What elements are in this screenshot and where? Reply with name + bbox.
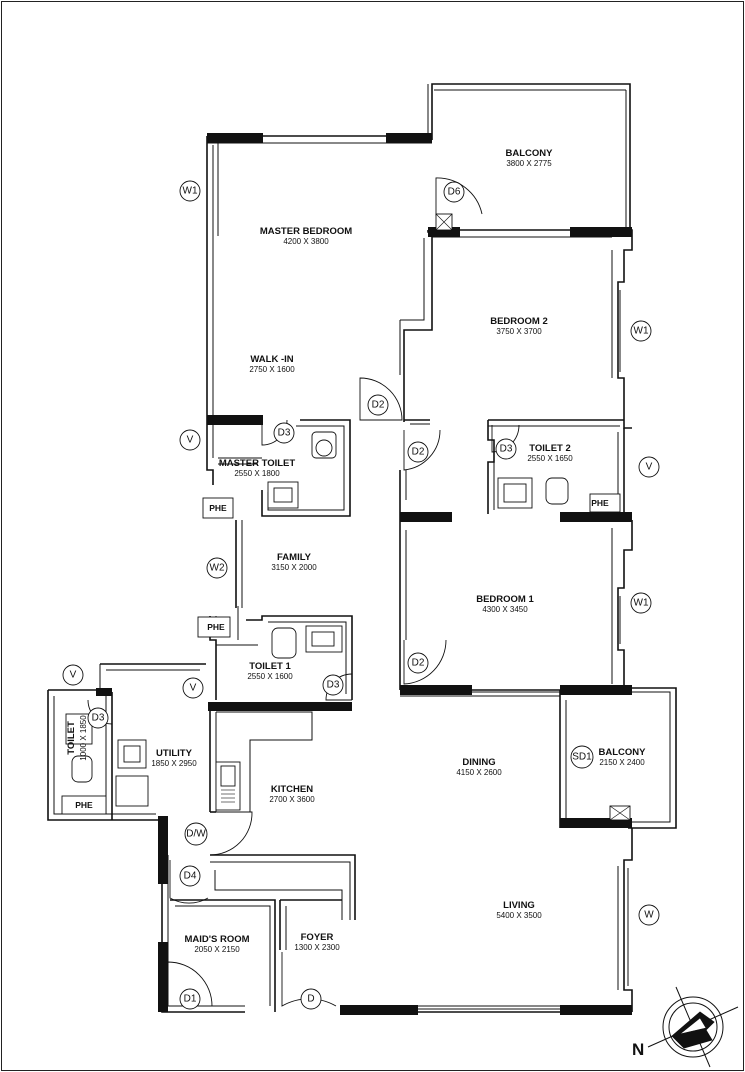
room-dims-master-bedroom: 4200 X 3800 bbox=[283, 237, 329, 246]
opening-tags: W1 D6 W1 D2 D3 V D2 D3 V W2 W1 D2 V V D3… bbox=[62, 180, 660, 1010]
door-tag-d2-bed2: D2 bbox=[407, 441, 429, 463]
room-dims-balcony-side: 2150 X 2400 bbox=[599, 758, 645, 767]
door-tag-d3-master: D3 bbox=[273, 422, 295, 444]
room-dims-bedroom1: 4300 X 3450 bbox=[482, 605, 528, 614]
room-name-toilet1: TOILET 1 bbox=[249, 661, 291, 672]
room-dims-master-toilet: 2550 X 1800 bbox=[234, 469, 280, 478]
room-name-walkin: WALK -IN bbox=[250, 354, 293, 365]
room-name-family: FAMILY bbox=[277, 552, 312, 563]
room-dims-utility: 1850 X 2950 bbox=[151, 759, 197, 768]
svg-text:D3: D3 bbox=[327, 680, 340, 691]
svg-text:W1: W1 bbox=[634, 598, 649, 609]
north-arrow: N bbox=[632, 986, 739, 1068]
door-swings bbox=[87, 177, 520, 1007]
svg-text:D3: D3 bbox=[278, 428, 291, 439]
svg-text:D3: D3 bbox=[92, 713, 105, 724]
phe-label-maid: PHE bbox=[75, 800, 93, 810]
room-name-bedroom1: BEDROOM 1 bbox=[476, 594, 534, 605]
door-tag-d1: D1 bbox=[179, 988, 201, 1010]
room-name-dining: DINING bbox=[462, 757, 495, 768]
room-dims-maids-room: 2050 X 2150 bbox=[194, 945, 240, 954]
vent-tag-v-master: V bbox=[179, 429, 201, 451]
room-name-toilet2: TOILET 2 bbox=[529, 443, 571, 454]
vent-tag-v-toilet2: V bbox=[638, 456, 660, 478]
room-dims-family: 3150 X 2000 bbox=[271, 563, 317, 572]
door-tag-d2-bed1: D2 bbox=[407, 652, 429, 674]
svg-text:V: V bbox=[190, 683, 197, 694]
door-tag-d2-walkin: D2 bbox=[367, 394, 389, 416]
svg-text:D: D bbox=[307, 994, 314, 1005]
svg-text:V: V bbox=[646, 462, 653, 473]
room-dims-dining: 4150 X 2600 bbox=[456, 768, 502, 777]
room-name-maids-room: MAID'S ROOM bbox=[184, 934, 249, 945]
room-name-balcony-top: BALCONY bbox=[506, 148, 554, 159]
room-dims-kitchen: 2700 X 3600 bbox=[269, 795, 315, 804]
phe-label-master: PHE bbox=[209, 503, 227, 513]
door-tag-dw: D/W bbox=[184, 822, 208, 846]
svg-text:D3: D3 bbox=[500, 444, 513, 455]
window-tag-w1-bed2: W1 bbox=[630, 320, 652, 342]
svg-text:W1: W1 bbox=[634, 326, 649, 337]
svg-text:D/W: D/W bbox=[186, 829, 206, 840]
room-name-maid-toilet: TOILET bbox=[66, 721, 77, 755]
phe-label-toilet1: PHE bbox=[207, 622, 225, 632]
room-name-balcony-side: BALCONY bbox=[599, 747, 647, 758]
structural-columns bbox=[96, 133, 632, 1015]
door-tag-d: D bbox=[300, 988, 322, 1010]
north-label: N bbox=[632, 1040, 644, 1059]
svg-text:D2: D2 bbox=[412, 447, 425, 458]
svg-text:D4: D4 bbox=[184, 871, 197, 882]
window-lines bbox=[217, 142, 629, 1010]
room-name-foyer: FOYER bbox=[301, 932, 334, 943]
room-dims-walkin: 2750 X 1600 bbox=[249, 365, 295, 374]
walls bbox=[47, 83, 677, 1013]
svg-text:V: V bbox=[70, 670, 77, 681]
room-dims-bedroom2: 3750 X 3700 bbox=[496, 327, 542, 336]
room-dims-balcony-top: 3800 X 2775 bbox=[506, 159, 552, 168]
vent-tag-v-maid: V bbox=[62, 664, 84, 686]
room-name-master-toilet: MASTER TOILET bbox=[219, 458, 296, 469]
window-tag-w1-master: W1 bbox=[179, 180, 201, 202]
svg-text:SD1: SD1 bbox=[572, 752, 592, 763]
window-tag-w1-bed1: W1 bbox=[630, 592, 652, 614]
svg-text:D1: D1 bbox=[184, 994, 197, 1005]
door-tag-d3-maid: D3 bbox=[87, 707, 109, 729]
svg-text:D2: D2 bbox=[412, 658, 425, 669]
room-dims-foyer: 1300 X 2300 bbox=[294, 943, 340, 952]
fixtures bbox=[61, 213, 631, 821]
room-name-kitchen: KITCHEN bbox=[271, 784, 313, 795]
door-tag-d6: D6 bbox=[443, 181, 465, 203]
svg-text:D6: D6 bbox=[448, 187, 461, 198]
phe-labels: PHE PHE PHE PHE bbox=[75, 498, 609, 810]
door-tag-d3-toilet2: D3 bbox=[495, 438, 517, 460]
svg-text:W1: W1 bbox=[183, 186, 198, 197]
room-name-utility: UTILITY bbox=[156, 748, 193, 759]
svg-text:W2: W2 bbox=[210, 563, 225, 574]
room-dims-maid-toilet: 1000 X 1850 bbox=[79, 715, 88, 761]
phe-label-toilet2: PHE bbox=[591, 498, 609, 508]
room-dims-toilet1: 2550 X 1600 bbox=[247, 672, 293, 681]
room-labels: BALCONY 3800 X 2775 MASTER BEDROOM 4200 … bbox=[66, 148, 646, 954]
room-dims-living: 5400 X 3500 bbox=[496, 911, 542, 920]
room-dims-toilet2: 2550 X 1650 bbox=[527, 454, 573, 463]
vent-tag-v-toilet1: V bbox=[182, 677, 204, 699]
door-tag-d4: D4 bbox=[179, 865, 201, 887]
room-name-master-bedroom: MASTER BEDROOM bbox=[260, 226, 352, 237]
door-tag-d3-toilet1: D3 bbox=[322, 674, 344, 696]
svg-text:W: W bbox=[644, 910, 654, 921]
window-tag-w: W bbox=[638, 904, 660, 926]
window-tag-w2: W2 bbox=[206, 557, 228, 579]
svg-text:D2: D2 bbox=[372, 400, 385, 411]
door-tag-sd1: SD1 bbox=[570, 745, 594, 769]
room-name-bedroom2: BEDROOM 2 bbox=[490, 316, 548, 327]
room-name-living: LIVING bbox=[503, 900, 535, 911]
svg-text:V: V bbox=[187, 435, 194, 446]
